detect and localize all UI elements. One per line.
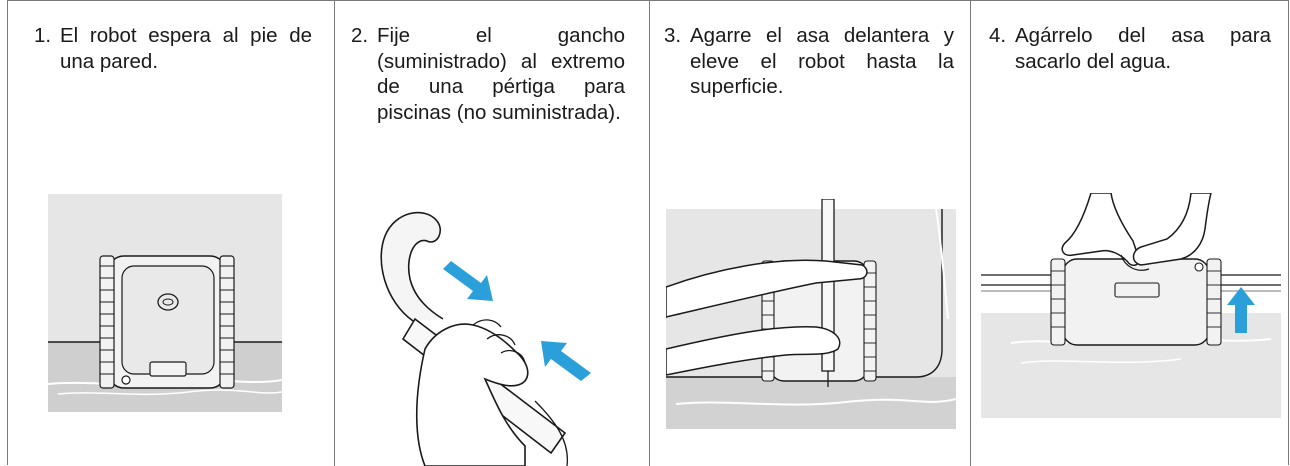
step-number: 3. [664, 24, 682, 47]
step-text: Agarre el asa delantera y eleve el robot… [690, 24, 954, 98]
step-number: 4. [989, 24, 1007, 47]
step-2-text-block: 2. Fije el gancho (suministrado) al extr… [351, 23, 625, 125]
step-3-cell: 3. Agarre el asa delantera y eleve el ro… [650, 1, 971, 466]
hook-on-pole-illustration [355, 201, 625, 466]
step-number: 2. [351, 24, 369, 47]
step-text: Fije el gancho (suministrado) al extremo… [377, 24, 625, 124]
step-1-text-block: 1. El robot espera al pie de una pared. [34, 23, 312, 74]
step-text: El robot espera al pie de una pared. [60, 24, 312, 73]
instructions-table: 1. El robot espera al pie de una pared. [7, 0, 1289, 466]
step-1-cell: 1. El robot espera al pie de una pared. [8, 1, 335, 466]
step-4-text-block: 4. Agárrelo del asa para sacarlo del agu… [989, 23, 1271, 74]
step-number: 1. [34, 24, 52, 47]
pull-robot-out-illustration [981, 193, 1281, 418]
robot-at-wall-illustration [48, 194, 282, 412]
step-4-cell: 4. Agárrelo del asa para sacarlo del agu… [971, 1, 1288, 466]
step-3-text-block: 3. Agarre el asa delantera y eleve el ro… [664, 23, 954, 100]
step-2-cell: 2. Fije el gancho (suministrado) al extr… [335, 1, 650, 466]
step-text: Agárrelo del asa para sacarlo del agua. [1015, 24, 1271, 73]
lift-robot-with-pole-illustration [666, 199, 956, 429]
